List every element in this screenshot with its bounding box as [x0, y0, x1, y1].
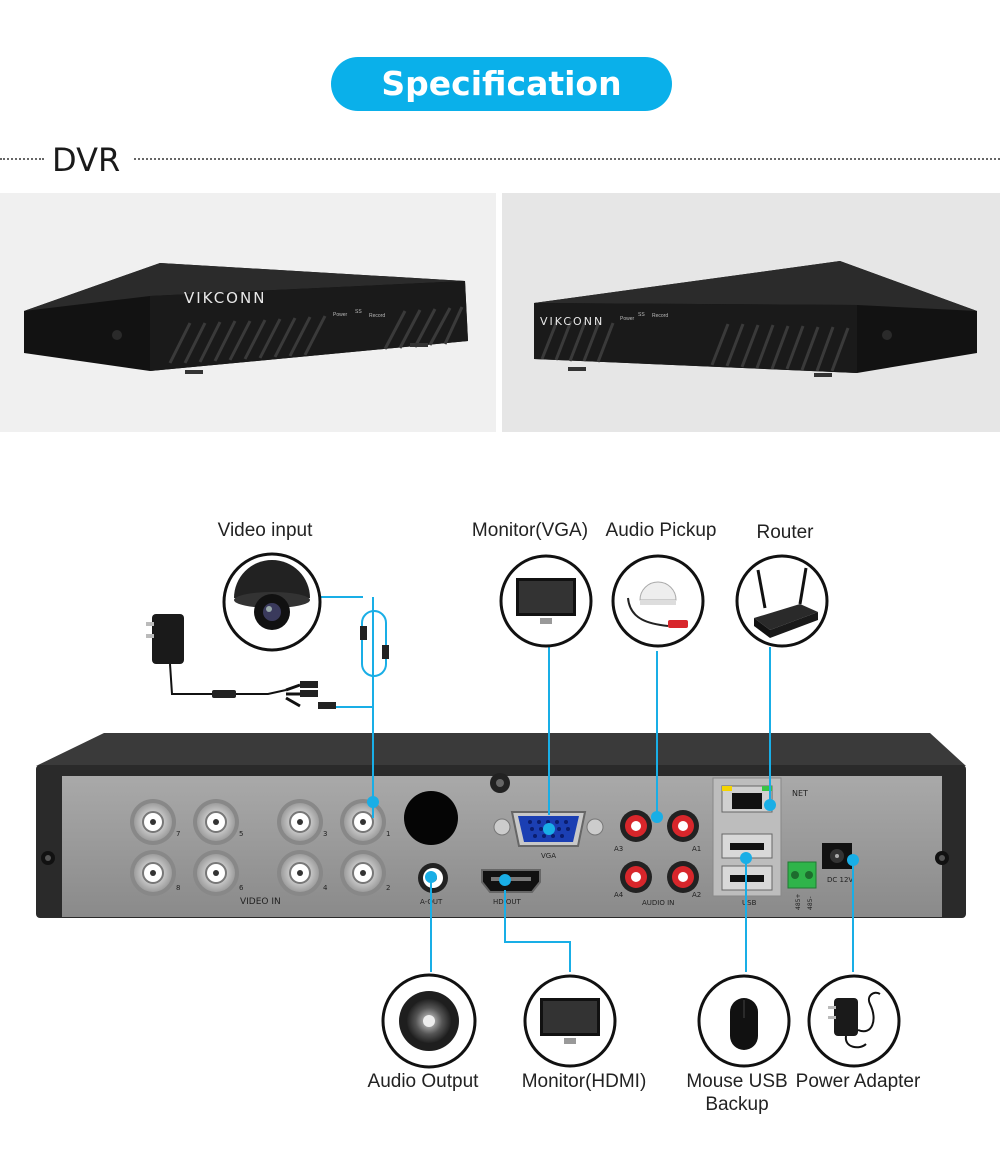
hd-out-label: HD OUT — [493, 898, 522, 906]
usb-label: USB — [742, 899, 757, 907]
ch-label-5: 5 — [239, 830, 243, 838]
ch-label-6: 6 — [239, 884, 244, 892]
video-input-label: Video input — [217, 520, 313, 541]
dvr-photo-right: VIKCONN Power SS Record — [502, 193, 1000, 432]
hdd-led-label-right: SS — [638, 312, 645, 318]
video-in-label: VIDEO IN — [240, 897, 281, 907]
audio-in-ports — [620, 810, 699, 893]
dc-label: DC 12V — [827, 876, 853, 884]
ch-label-8: 8 — [176, 884, 180, 892]
net-label: NET — [792, 789, 808, 798]
audio-in-label: AUDIO IN — [642, 899, 674, 907]
power-led-label-right: Power — [620, 316, 635, 322]
record-led-label: Record — [369, 313, 386, 319]
backup-label: Backup — [705, 1094, 769, 1115]
dvr-photo-left: VIKCONN Power SS Record — [0, 193, 496, 432]
monitor-vga-label: Monitor(VGA) — [471, 520, 589, 541]
a1-label: A1 — [692, 845, 701, 853]
bnc-video-inputs — [130, 799, 386, 896]
ch-label-4: 4 — [323, 884, 328, 892]
power-splitter-cable — [146, 614, 389, 709]
dvr-back-panel — [62, 776, 942, 917]
ch-label-2: 2 — [386, 884, 390, 892]
vga-label: VGA — [541, 852, 556, 860]
divider-right — [134, 158, 1000, 160]
dvr-top-surface — [36, 733, 966, 766]
vga-monitor-bubble — [499, 554, 593, 648]
router-bubble — [735, 554, 829, 648]
a2-label: A2 — [692, 891, 701, 899]
rs485-b-label: 485- — [807, 896, 814, 910]
fan-hole — [404, 791, 458, 845]
audio-pickup-label: Audio Pickup — [605, 520, 717, 541]
monitor-hdmi-label: Monitor(HDMI) — [521, 1071, 647, 1092]
hdmi-monitor-bubble — [523, 974, 617, 1068]
rs485-a-label: 485+ — [795, 894, 802, 910]
mouse-usb-label: Mouse USB — [686, 1071, 788, 1092]
brand-logo-right: VIKCONN — [540, 315, 605, 328]
mouse-bubble — [697, 974, 791, 1068]
ch-label-1: 1 — [386, 830, 390, 838]
divider-left — [0, 158, 44, 160]
video-input-bubble — [222, 552, 322, 652]
section-title: DVR — [52, 141, 121, 179]
power-adapter-label: Power Adapter — [795, 1071, 921, 1092]
a4-label: A4 — [614, 891, 624, 899]
brand-logo: VIKCONN — [184, 289, 267, 307]
ch-label-7: 7 — [176, 830, 180, 838]
router-label: Router — [756, 522, 814, 543]
power-led-label: Power — [333, 312, 348, 318]
a3-label: A3 — [614, 845, 623, 853]
power-adapter-bubble — [807, 974, 901, 1068]
hdd-led-label: SS — [355, 309, 362, 315]
ch-label-3: 3 — [323, 830, 327, 838]
audio-pickup-bubble — [611, 554, 705, 648]
record-led-label-right: Record — [652, 313, 669, 319]
audio-output-bubble — [381, 973, 477, 1069]
audio-output-label: Audio Output — [367, 1071, 479, 1092]
specification-badge: Specification — [331, 57, 672, 111]
connection-wires — [315, 596, 854, 972]
